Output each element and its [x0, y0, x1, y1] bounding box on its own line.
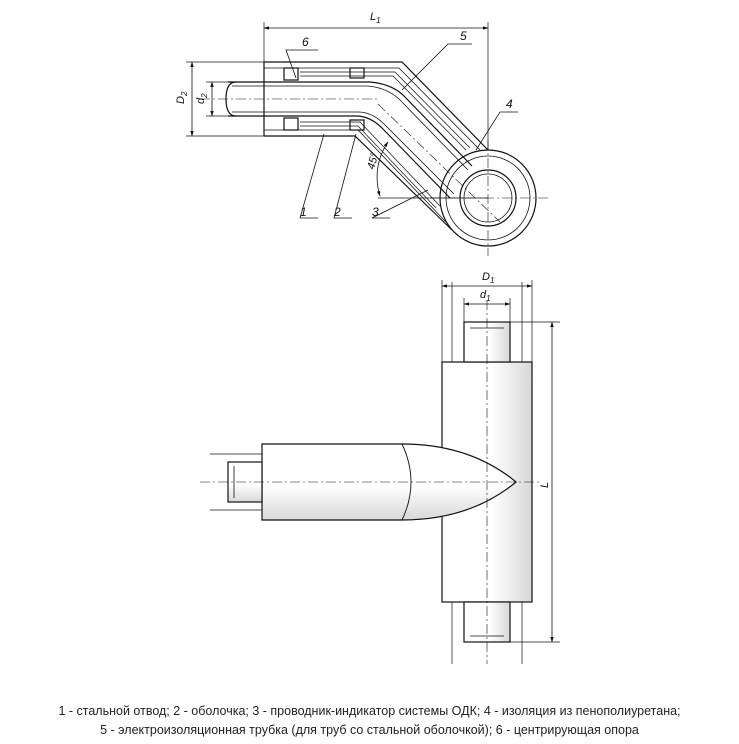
- L-label: L: [539, 482, 551, 488]
- D1-label: D1: [482, 271, 494, 285]
- jacket-outline: [264, 61, 489, 231]
- steel-pipe-inner-wall: [232, 85, 469, 195]
- caption-line-1: 1 - стальной отвод; 2 - оболочка; 3 - пр…: [58, 704, 681, 718]
- top-view: [186, 22, 548, 256]
- bottom-view: [200, 280, 560, 664]
- callout-5: 5: [460, 29, 467, 43]
- centering-support-top-2: [349, 67, 365, 79]
- centering-support-top: [283, 67, 299, 81]
- centering-support-bottom-2: [349, 119, 365, 131]
- indicator-wire-band: [300, 71, 471, 209]
- steel-pipe-outline: [228, 81, 473, 199]
- callout-4: 4: [506, 97, 513, 111]
- angle-arc: [376, 141, 389, 197]
- d2-label: d2: [195, 93, 209, 104]
- callout-2: 2: [333, 205, 341, 219]
- L1-label: L1: [370, 11, 381, 25]
- D2-label: D2: [175, 91, 189, 104]
- callout-1: 1: [300, 205, 307, 219]
- figure-caption: 1 - стальной отвод; 2 - оболочка; 3 - пр…: [0, 702, 739, 740]
- tee-centre-lines: [200, 300, 540, 664]
- d1-label: d1: [480, 289, 491, 303]
- callout-6: 6: [302, 35, 309, 49]
- caption-line-2: 5 - электроизоляционная трубка (для труб…: [100, 723, 639, 737]
- angle-label: 45°: [365, 151, 381, 171]
- jacket-inner-wall: [264, 67, 481, 223]
- callout-3: 3: [372, 205, 379, 219]
- leader-lines: [285, 43, 518, 219]
- centering-support-bottom: [283, 117, 299, 131]
- centre-lines: [200, 98, 548, 256]
- technical-drawing: L1 D2 d2 45° 6 5 4 1 2 3: [175, 11, 560, 664]
